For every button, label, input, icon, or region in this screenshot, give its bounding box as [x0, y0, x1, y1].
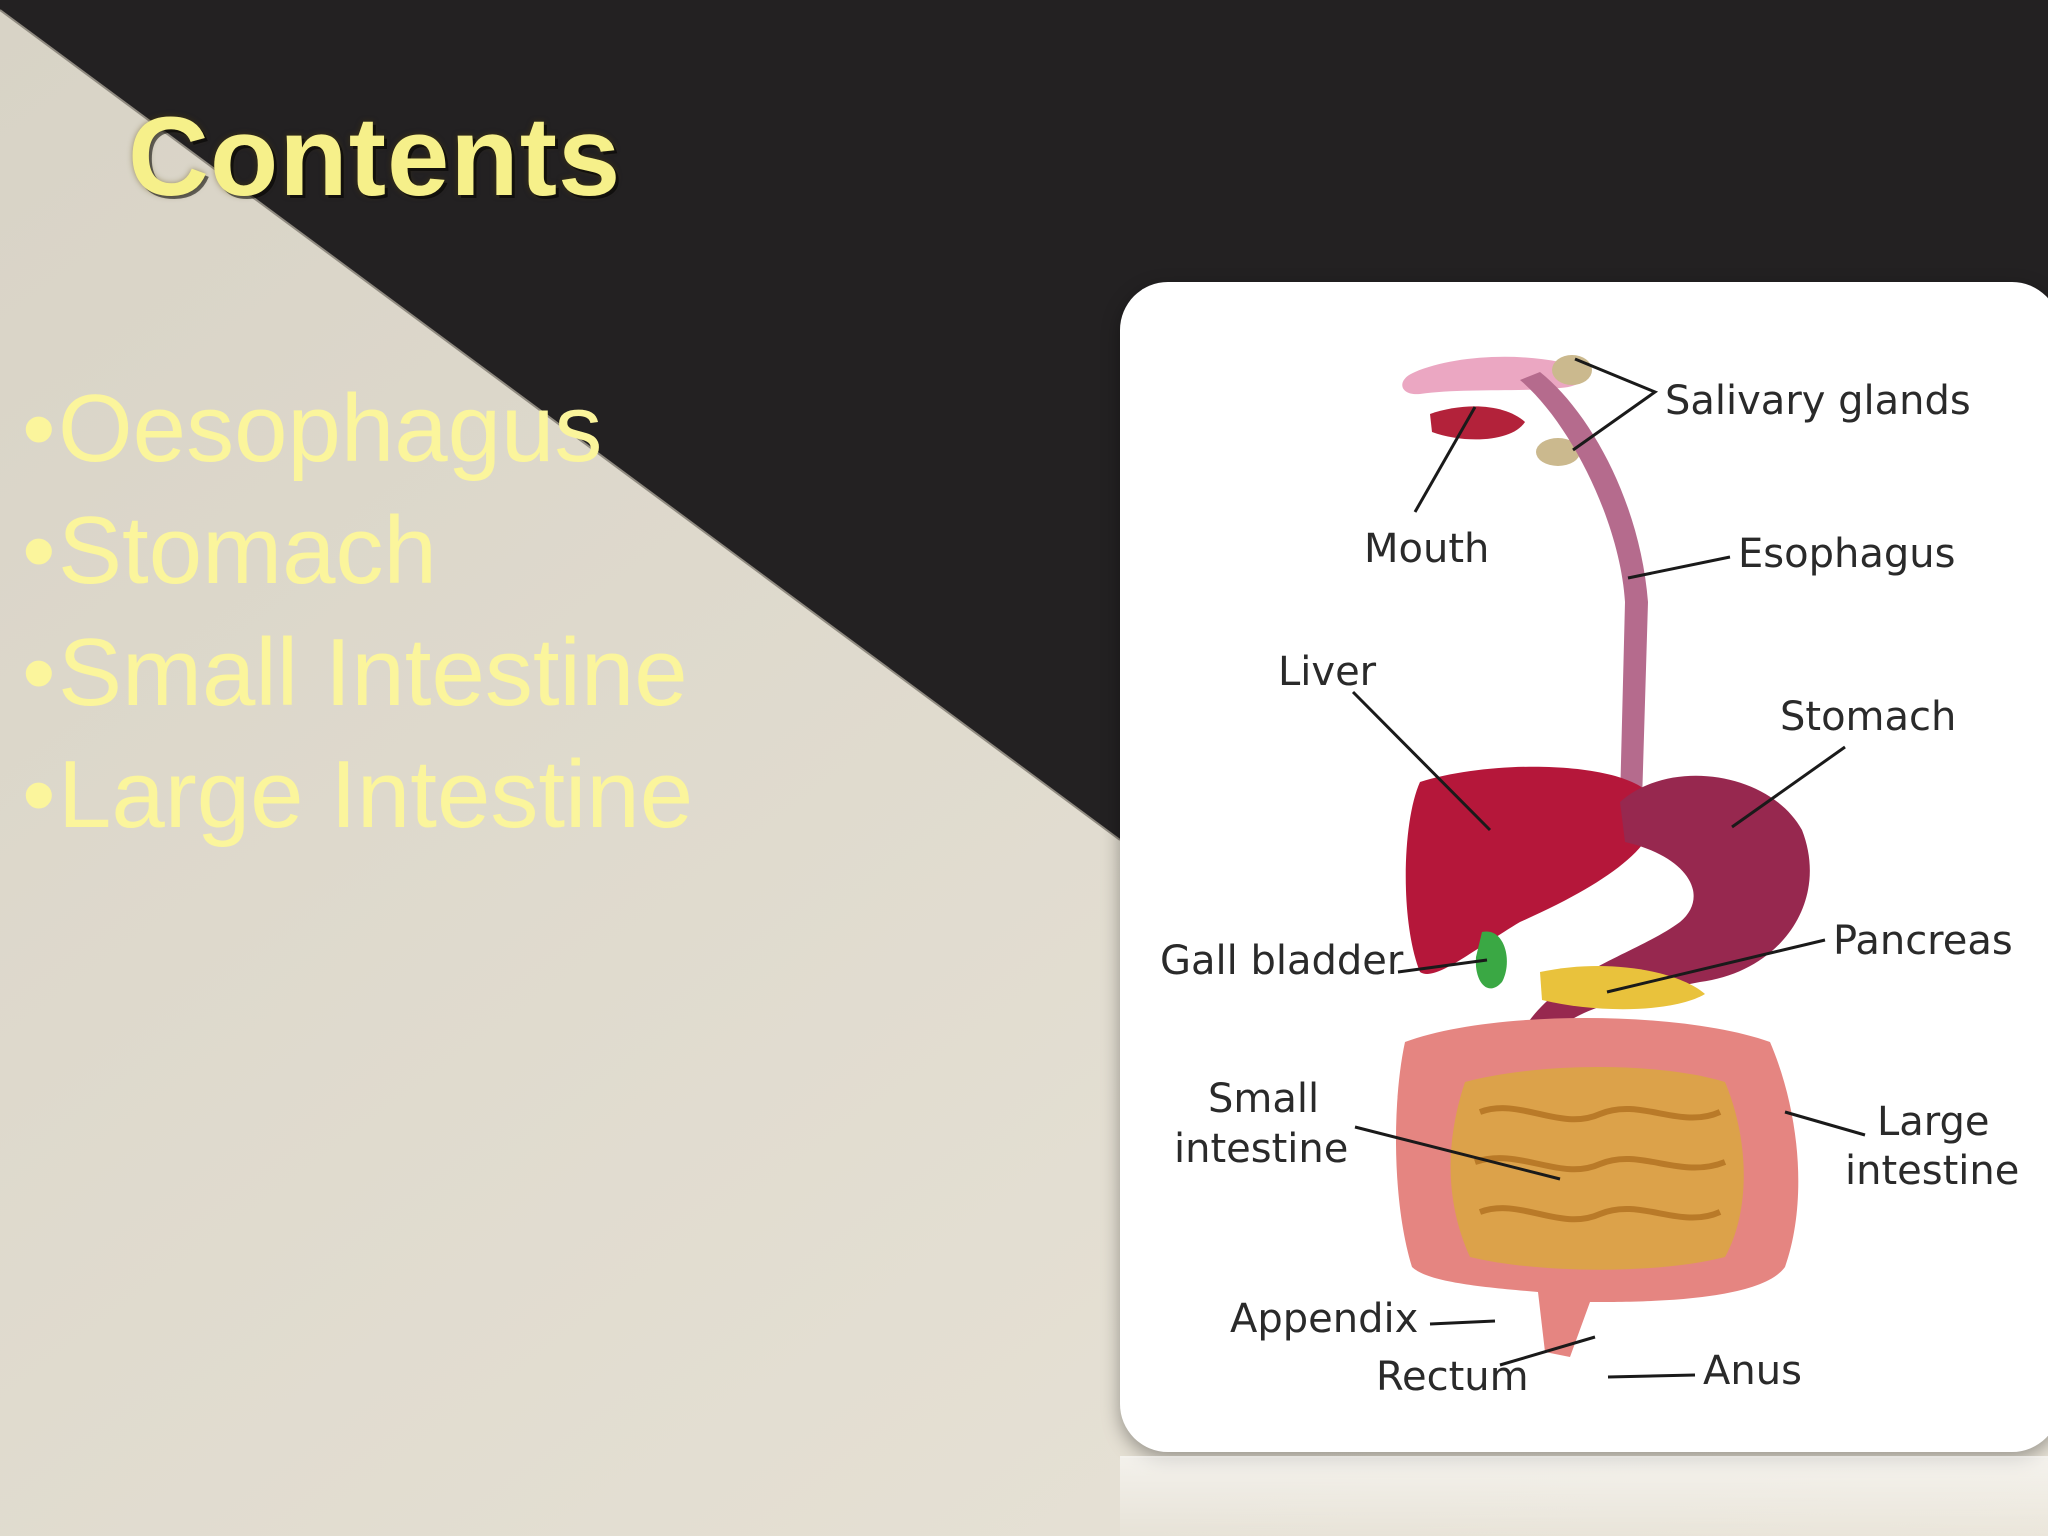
leader-line [1608, 1375, 1695, 1377]
label-small-intestine-line2: intestine [1174, 1126, 1348, 1172]
list-item-text: Large Intestine [58, 741, 693, 848]
bullet-marker: • [22, 490, 58, 612]
diagram-reflection [1120, 1456, 2048, 1536]
digestive-system-diagram: Salivary glands Mouth Esophagus Liver St… [1120, 282, 2048, 1452]
bullet-marker: • [22, 734, 58, 856]
tongue-shape [1430, 406, 1525, 439]
liver-shape [1406, 767, 1656, 974]
contents-list: •Oesophagus •Stomach •Small Intestine •L… [22, 368, 693, 856]
leader-line [1785, 1112, 1865, 1135]
label-stomach: Stomach [1780, 694, 1956, 740]
label-large-intestine-line1: Large [1877, 1099, 1990, 1145]
leader-line [1430, 1321, 1495, 1324]
label-mouth: Mouth [1364, 526, 1489, 572]
label-liver: Liver [1278, 649, 1377, 695]
list-item: •Small Intestine [22, 612, 693, 734]
label-pancreas: Pancreas [1833, 918, 2013, 964]
bullet-marker: • [22, 368, 58, 490]
bullet-marker: • [22, 612, 58, 734]
diagram-svg: Salivary glands Mouth Esophagus Liver St… [1120, 282, 2048, 1452]
list-item: •Oesophagus [22, 368, 693, 490]
list-item: •Large Intestine [22, 734, 693, 856]
list-item-text: Small Intestine [58, 619, 688, 726]
label-gall-bladder: Gall bladder [1160, 938, 1404, 984]
label-esophagus: Esophagus [1738, 531, 1955, 577]
list-item-text: Oesophagus [58, 375, 602, 482]
esophagus-tube [1520, 372, 1648, 802]
label-small-intestine-line1: Small [1208, 1076, 1319, 1122]
salivary-gland-upper [1552, 355, 1592, 385]
list-item: •Stomach [22, 490, 693, 612]
list-item-text: Stomach [58, 497, 437, 604]
label-salivary-glands: Salivary glands [1665, 378, 1971, 424]
slide-title: Contents [128, 92, 621, 221]
label-appendix: Appendix [1230, 1296, 1418, 1342]
label-rectum: Rectum [1376, 1354, 1529, 1400]
label-large-intestine-line2: intestine [1845, 1148, 2019, 1194]
label-anus: Anus [1703, 1348, 1802, 1394]
